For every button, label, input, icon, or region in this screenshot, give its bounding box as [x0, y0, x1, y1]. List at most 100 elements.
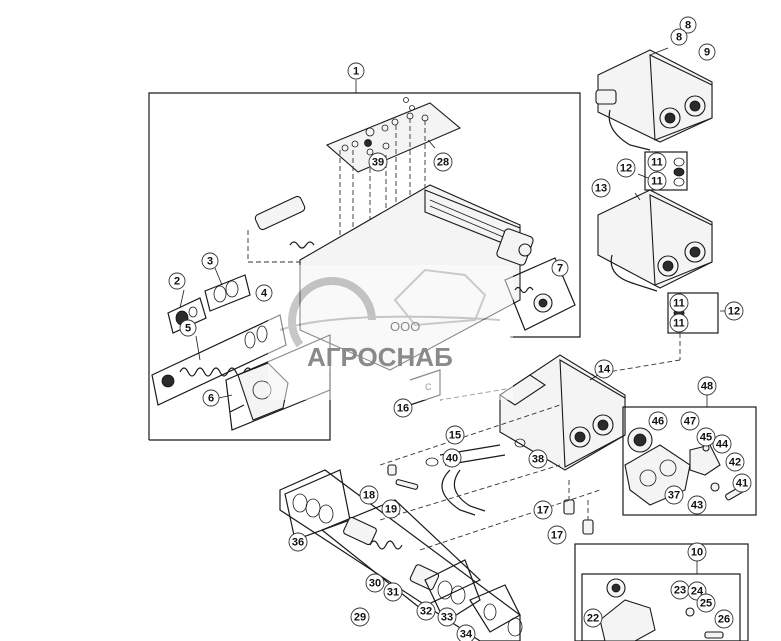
callout-label: 11 [673, 318, 685, 330]
callout-10: 10 [687, 542, 707, 562]
callout-31: 31 [383, 582, 403, 602]
callout-label: 17 [551, 530, 563, 542]
callout-30: 30 [365, 573, 385, 593]
callout-15: 15 [445, 425, 465, 445]
callout-4: 4 [255, 284, 273, 302]
bolt-18-19 [387, 464, 419, 490]
seal-box-12-upper [644, 151, 688, 191]
callout-label: 48 [701, 381, 713, 393]
callout-label: 11 [651, 176, 663, 188]
callout-layer: 1234567889101111111112121314151617171819… [168, 16, 752, 641]
callout-label: 12 [620, 163, 632, 175]
callout-label: 33 [441, 612, 453, 624]
callout-label: 2 [174, 276, 180, 288]
end-cover-6 [225, 334, 331, 431]
callout-label: 31 [387, 587, 399, 599]
callout-label: 3 [207, 256, 213, 268]
section-valve-14 [499, 354, 626, 471]
callout-label: 10 [691, 547, 703, 559]
callout-17: 17 [533, 500, 553, 520]
callout-label: 29 [354, 612, 366, 624]
section-valve-13 [597, 189, 713, 292]
detent-kit-10 [574, 543, 749, 641]
line-16-frame: C [409, 369, 441, 406]
callout-11: 11 [669, 293, 689, 313]
section-valve-9 [595, 49, 713, 151]
callout-17: 17 [547, 525, 567, 545]
callout-label: 6 [208, 393, 214, 405]
callout-label: 17 [537, 505, 549, 517]
callout-label: 23 [674, 585, 686, 597]
callout-8: 8 [670, 28, 688, 46]
callout-label: 13 [595, 183, 607, 195]
callout-label: 36 [292, 537, 304, 549]
callout-41: 41 [732, 473, 752, 493]
callout-11: 11 [647, 171, 667, 191]
callout-12: 12 [724, 301, 744, 321]
valve-body [299, 184, 534, 371]
callout-label: 1 [353, 66, 359, 78]
callout-label: 18 [363, 490, 375, 502]
callout-45: 45 [696, 427, 716, 447]
callout-label: 43 [691, 500, 703, 512]
detent-assembly-7 [504, 257, 576, 331]
svg-text:C: C [425, 382, 432, 392]
callout-29: 29 [350, 607, 370, 627]
callout-2: 2 [168, 272, 186, 290]
watermark-company-prefix: ООО [390, 319, 420, 334]
callout-label: 32 [420, 606, 432, 618]
callout-label: 11 [673, 298, 685, 310]
callout-6: 6 [202, 389, 220, 407]
spool-group-lower [279, 469, 523, 641]
callout-47: 47 [680, 411, 700, 431]
callout-8: 8 [679, 16, 697, 34]
callout-34: 34 [456, 624, 476, 641]
callout-label: 14 [598, 364, 611, 376]
callout-19: 19 [381, 499, 401, 519]
callout-11: 11 [647, 152, 667, 172]
callout-label: 45 [700, 432, 712, 444]
callout-label: 38 [532, 454, 544, 466]
callout-label: 19 [385, 504, 397, 516]
callout-16: 16 [393, 398, 413, 418]
callout-label: 22 [587, 613, 599, 625]
callout-label: 16 [397, 403, 409, 415]
callout-33: 33 [437, 607, 457, 627]
callout-38: 38 [528, 449, 548, 469]
callout-label: 26 [718, 614, 730, 626]
callout-13: 13 [591, 178, 611, 198]
watermark-logo [268, 265, 513, 400]
callout-1: 1 [347, 62, 365, 80]
callout-40: 40 [442, 448, 462, 468]
watermark-brand: АГРОСНАБ [307, 342, 453, 372]
callout-label: 9 [704, 47, 710, 59]
callout-9: 9 [698, 43, 716, 61]
callout-39: 39 [368, 152, 388, 172]
spool-assembly-5 [151, 314, 287, 406]
callout-25: 25 [696, 593, 716, 613]
callout-label: 5 [185, 323, 191, 335]
callout-11: 11 [669, 313, 689, 333]
gasket-plate [325, 97, 462, 173]
callout-44: 44 [712, 434, 732, 454]
plugs-17 [563, 480, 594, 535]
spool-upper [247, 195, 315, 263]
callout-42: 42 [725, 452, 745, 472]
callout-3: 3 [201, 252, 219, 270]
callout-48: 48 [697, 376, 717, 396]
callout-label: 4 [261, 288, 268, 300]
callout-label: 47 [684, 416, 696, 428]
callout-37: 37 [664, 485, 684, 505]
gear-icon [288, 277, 376, 348]
callout-label: 28 [437, 157, 449, 169]
callout-label: 37 [668, 490, 680, 502]
callout-36: 36 [288, 532, 308, 552]
callout-label: 30 [369, 578, 381, 590]
callout-28: 28 [433, 152, 453, 172]
callout-7: 7 [551, 259, 569, 277]
callout-label: 42 [729, 457, 741, 469]
callout-label: 40 [446, 453, 458, 465]
callout-12: 12 [616, 158, 636, 178]
callout-label: 24 [691, 586, 704, 598]
